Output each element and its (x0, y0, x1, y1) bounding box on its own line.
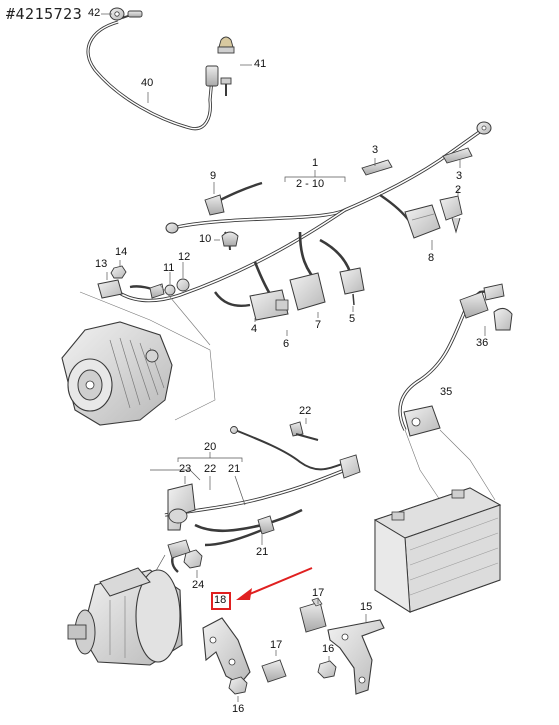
starter-motor (67, 567, 183, 666)
part-label-16-lower: 16 (232, 703, 245, 715)
part-label-5: 5 (349, 313, 356, 325)
part-label-6: 6 (283, 338, 290, 350)
leader-lines-top (101, 13, 252, 103)
part-label-14: 14 (115, 246, 128, 258)
part-label-22-top: 22 (299, 405, 312, 417)
reference-number: #4215723 (6, 5, 83, 23)
part-label-40: 40 (141, 77, 154, 89)
part-label-7: 7 (315, 319, 322, 331)
bracket-18 (202, 617, 251, 685)
bracket-15 (327, 619, 385, 695)
highlight-box-18 (211, 592, 231, 610)
harness-connectors (97, 121, 492, 321)
part-label-20: 20 (204, 441, 217, 453)
bracket-leader-lines (237, 598, 367, 702)
alternator (61, 321, 173, 426)
part-label-8: 8 (428, 252, 435, 264)
part-label-35: 35 (440, 386, 453, 398)
part-label-17-upper: 17 (312, 587, 325, 599)
part-label-41: 41 (254, 58, 267, 70)
harness-bracket-lines (106, 158, 486, 336)
ground-cable-40 (86, 13, 214, 131)
fittings-16-17 (228, 597, 337, 695)
battery-callout-lines (404, 429, 496, 501)
part-label-21-low: 21 (256, 546, 269, 558)
highlight-arrow (236, 567, 313, 600)
part-label-10: 10 (199, 233, 212, 245)
part-label-4: 4 (251, 323, 258, 335)
part-label-9: 9 (210, 170, 217, 182)
part-label-18: 18 (214, 594, 227, 606)
part-label-2: 2 (455, 184, 462, 196)
cable-lug-42 (109, 7, 143, 21)
battery (373, 487, 502, 613)
part-label-3-right: 3 (456, 170, 463, 182)
part-label-23: 23 (179, 463, 192, 475)
part-label-21-mid: 21 (228, 463, 241, 475)
part-label-11: 11 (163, 262, 175, 274)
part-label-2-10: 2 - 10 (296, 178, 325, 190)
part-label-13: 13 (95, 258, 108, 270)
part-label-3-left: 3 (372, 144, 379, 156)
starter-harness-parts (167, 421, 361, 569)
part-label-22-mid: 22 (204, 463, 217, 475)
alternator-callout-lines (79, 284, 216, 421)
part-label-16-right: 16 (322, 643, 335, 655)
part-label-42: 42 (88, 7, 101, 19)
part-label-1: 1 (312, 157, 319, 169)
starter-harness-20 (164, 429, 349, 573)
part-label-12: 12 (178, 251, 191, 263)
part-label-15: 15 (360, 601, 373, 613)
battery-terminal-parts (403, 283, 513, 437)
bolt-41 (205, 36, 235, 96)
part-label-36: 36 (476, 337, 489, 349)
part-label-24: 24 (192, 579, 205, 591)
part-label-17-lower: 17 (270, 639, 283, 651)
